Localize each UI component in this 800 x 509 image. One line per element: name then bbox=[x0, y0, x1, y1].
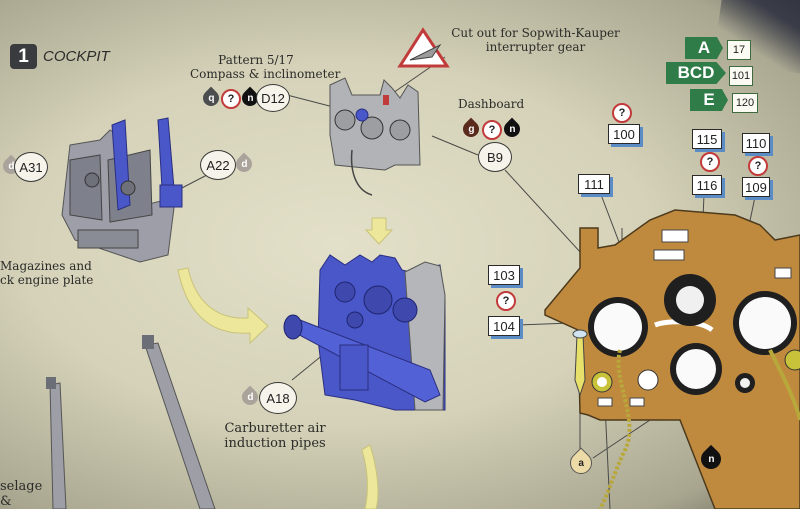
unknown-paint-icon: ? bbox=[482, 120, 502, 140]
pattern-line: Pattern 5/17 bbox=[218, 53, 294, 67]
color-ref-104: 104 bbox=[488, 316, 520, 336]
part-d12: D12 bbox=[256, 84, 290, 112]
part-b9: B9 bbox=[478, 142, 512, 172]
legend-number-e: 120 bbox=[732, 93, 758, 113]
legend-flag-e: E bbox=[690, 89, 728, 111]
curved-arrow-left bbox=[177, 267, 269, 345]
color-ref-100: 100 bbox=[608, 124, 640, 144]
part-a22: A22 bbox=[200, 150, 236, 180]
part-a31: A31 bbox=[14, 152, 48, 182]
carb-line-1: Carburetter air bbox=[224, 421, 326, 436]
fuselage-line-1: selage bbox=[0, 479, 43, 494]
cutout-line-2: interrupter gear bbox=[485, 39, 586, 54]
step-title: COCKPIT bbox=[43, 48, 110, 65]
legend-flag-bcd: BCD bbox=[666, 62, 726, 84]
fuselage-line-2: & bbox=[0, 493, 12, 509]
compass-line: Compass & inclinometer bbox=[190, 66, 341, 81]
dashboard-small-part bbox=[329, 77, 421, 196]
legend-number-bcd: 101 bbox=[729, 66, 753, 86]
fuselage-struts bbox=[46, 335, 216, 509]
unknown-paint-icon: ? bbox=[221, 89, 241, 109]
warning-triangle-icon bbox=[397, 27, 450, 68]
dashboard-label: Dashboard bbox=[458, 97, 525, 111]
magazines-label: Magazines and ck engine plate bbox=[0, 259, 94, 288]
magazines-part bbox=[61, 117, 183, 263]
carburetter-label: Carburetter air induction pipes bbox=[215, 421, 335, 452]
curved-arrow-bottom bbox=[361, 444, 379, 509]
pattern-label: Pattern 5/17 Compass & inclinometer bbox=[190, 53, 341, 82]
unknown-paint-icon: ? bbox=[748, 156, 768, 176]
part-a18: A18 bbox=[259, 382, 297, 414]
magazines-line-2: ck engine plate bbox=[0, 272, 94, 287]
legend-number-a: 17 bbox=[727, 40, 751, 60]
color-ref-116: 116 bbox=[692, 175, 722, 195]
color-ref-115: 115 bbox=[692, 129, 722, 149]
step-number: 1 bbox=[10, 44, 37, 69]
carb-line-2: induction pipes bbox=[224, 435, 326, 451]
cutout-label: Cut out for Sopwith-Kauper interrupter g… bbox=[448, 26, 623, 55]
legend-flag-a: A bbox=[685, 37, 723, 59]
fuselage-label: selage & bbox=[0, 479, 43, 509]
step-header: 1 COCKPIT bbox=[10, 44, 110, 69]
color-ref-110: 110 bbox=[742, 133, 770, 153]
color-ref-103: 103 bbox=[488, 265, 520, 285]
color-ref-111: 111 bbox=[578, 174, 610, 194]
dashboard-panel bbox=[544, 209, 800, 509]
unknown-paint-icon: ? bbox=[496, 291, 516, 311]
color-ref-109: 109 bbox=[742, 177, 770, 197]
cutout-line-1: Cut out for Sopwith-Kauper bbox=[451, 26, 620, 40]
unknown-paint-icon: ? bbox=[700, 152, 720, 172]
down-arrow bbox=[364, 217, 394, 245]
carburetter-assembly bbox=[283, 254, 446, 411]
magazines-line-1: Magazines and bbox=[0, 259, 92, 273]
unknown-paint-icon: ? bbox=[612, 103, 632, 123]
